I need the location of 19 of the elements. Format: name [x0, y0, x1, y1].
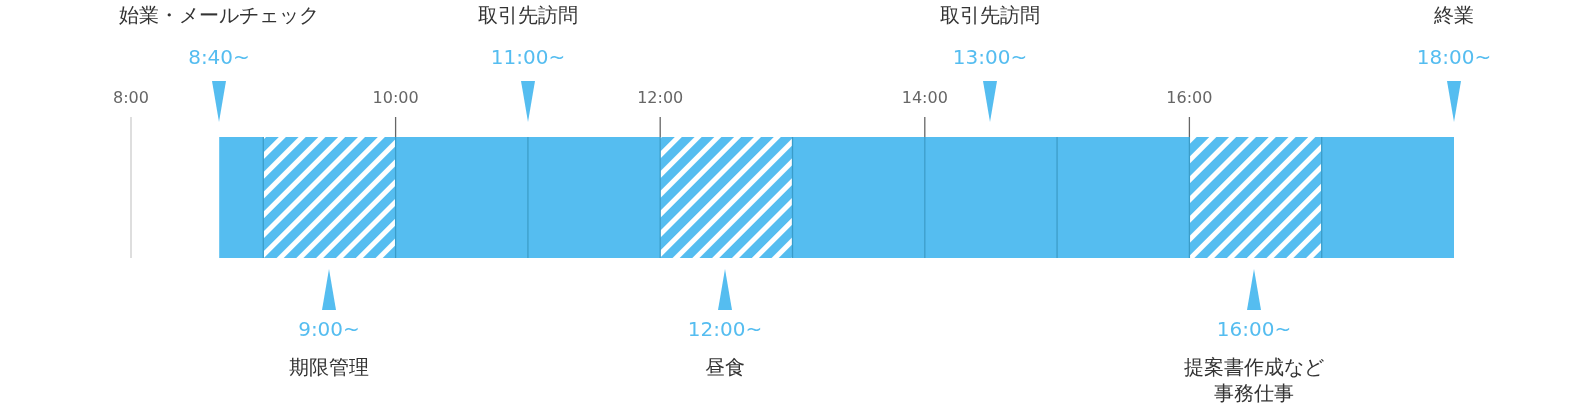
activity-label: 始業・メールチェック	[119, 2, 319, 28]
time-label: 13:00~	[952, 44, 1028, 70]
axis-tick-label: 14:00	[901, 88, 948, 107]
time-label: 8:40~	[188, 44, 250, 70]
axis-tick-label: 10:00	[372, 88, 419, 107]
time-label: 12:00~	[687, 316, 763, 342]
activity-label: 終業	[1434, 2, 1474, 28]
axis-tick-label: 16:00	[1166, 88, 1213, 107]
time-label: 9:00~	[298, 316, 360, 342]
activity-label: 提案書作成など事務仕事	[1183, 354, 1325, 406]
activity-label: 取引先訪問	[940, 2, 1040, 28]
axis-tick-label: 12:00	[637, 88, 684, 107]
time-label: 16:00~	[1216, 316, 1292, 342]
time-label: 18:00~	[1416, 44, 1492, 70]
activity-label: 取引先訪問	[478, 2, 578, 28]
axis-tick-label: 8:00	[113, 88, 149, 107]
time-label: 11:00~	[490, 44, 566, 70]
activity-label: 昼食	[705, 354, 745, 380]
activity-label: 期限管理	[289, 354, 369, 380]
